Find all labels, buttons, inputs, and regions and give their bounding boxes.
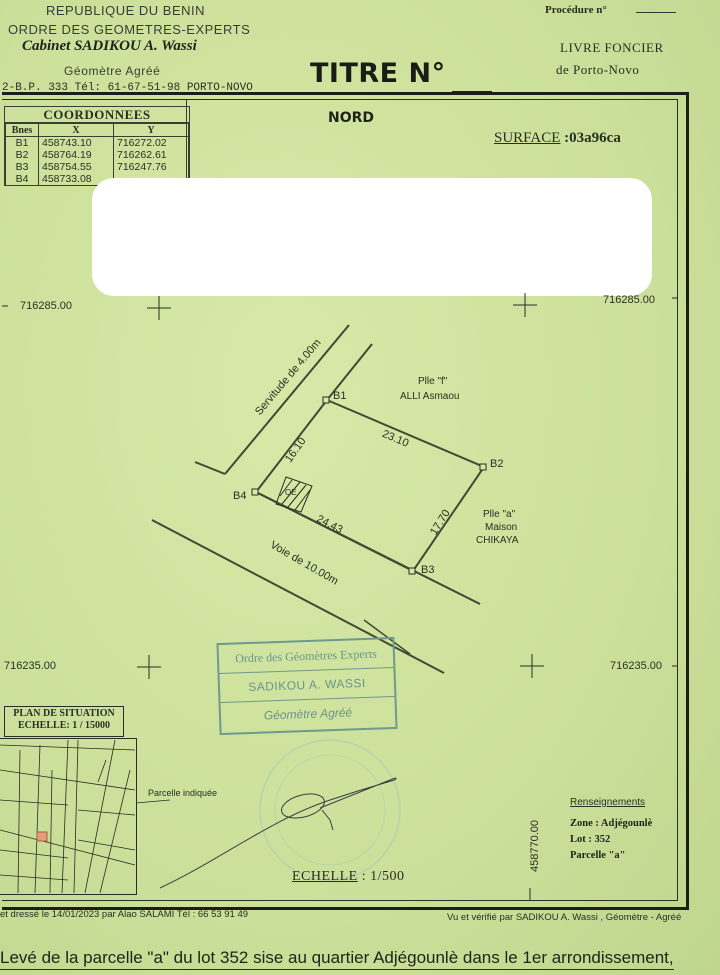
neighbor-north-owner: ALLI Asmaou [400,391,460,402]
neighbor-east-type: Maison [485,522,518,533]
plan-frame-inner [2,99,678,901]
table-row: B2 458764.19 716262.61 [5,149,189,161]
livre-foncier: LIVRE FONCIER [560,40,664,55]
boundary-b2: B2 [490,458,504,470]
grid-label-vertical: 458770.00 [529,820,541,872]
col-y: Y [113,123,189,137]
procedure-blank [636,12,676,13]
situation-plan-title: PLAN DE SITUATION ECHELLE: 1 / 15000 [4,706,124,737]
boundary-b4: B4 [233,490,247,502]
neighbor-east-parcel: Plle "a" [483,509,516,520]
stamp-line-3: Géomètre Agréé [263,705,353,723]
official-stamp: Ordre des Géomètres Experts SADIKOU A. W… [216,636,398,736]
renseignements-title: Renseignements [570,797,646,808]
boundary-b1: B1 [333,390,347,402]
indicated-parcel-marker [36,831,48,842]
situation-map [0,738,137,895]
north-label: NORD [328,110,375,126]
cabinet-name: Cabinet SADIKOU A. Wassi [22,38,197,54]
parcelle-info: Parcelle "a" [570,850,626,861]
scale-label: ECHELLE : 1/500 [292,869,405,884]
lot-info: Lot : 352 [570,834,611,845]
livre-foncier-location: de Porto-Novo [556,62,640,77]
order-heading: ORDRE DES GEOMETRES-EXPERTS [8,22,251,37]
table-separator [186,100,187,206]
titre-heading: TITRE N° [310,58,446,89]
coordinates-title: COORDONNEES [5,107,189,123]
drawn-by: et dressé le 14/01/2023 par Alao SALAMI … [0,909,249,920]
address-line: 2-B.P. 333 Tél: 61-67-51-98 PORTO-NOVO [2,82,253,94]
verified-by: Vu et vérifié par SADIKOU A. Wassi , Géo… [447,912,682,923]
grid-label-bottom-right: 716235.00 [610,660,662,672]
procedure-label: Procédure n° [545,4,607,16]
oe-marker: OE [285,488,297,497]
col-bnes: Bnes [5,123,39,137]
zone-info: Zone : Adjégounlè [570,818,653,829]
table-row: B3 458754.55 716247.76 [5,161,189,173]
surface-label: SURFACE [494,130,561,146]
neighbor-north-parcel: Plle "f" [418,376,448,387]
table-row: B1 458743.10 716272.02 [5,136,189,149]
surface-area: SURFACE :03a96ca [494,130,621,147]
indicated-parcel-label: Parcelle indiquée [148,788,218,798]
republic-heading: REPUBLIQUE DU BENIN [46,3,206,18]
surface-value: :03a96ca [564,130,621,146]
survey-description: Levé de la parcelle "a" du lot 352 sise … [0,948,674,970]
neighbor-east-owner: CHIKAYA [476,535,519,546]
geometre-title: Géomètre Agréé [64,64,161,78]
plan-frame-outer [2,92,689,910]
redacted-area [92,178,652,296]
grid-label-top-left: 716285.00 [20,300,72,312]
grid-label-top-right: 716285.00 [603,294,655,306]
boundary-b3: B3 [421,564,435,576]
grid-label-bottom-left: 716235.00 [4,660,56,672]
